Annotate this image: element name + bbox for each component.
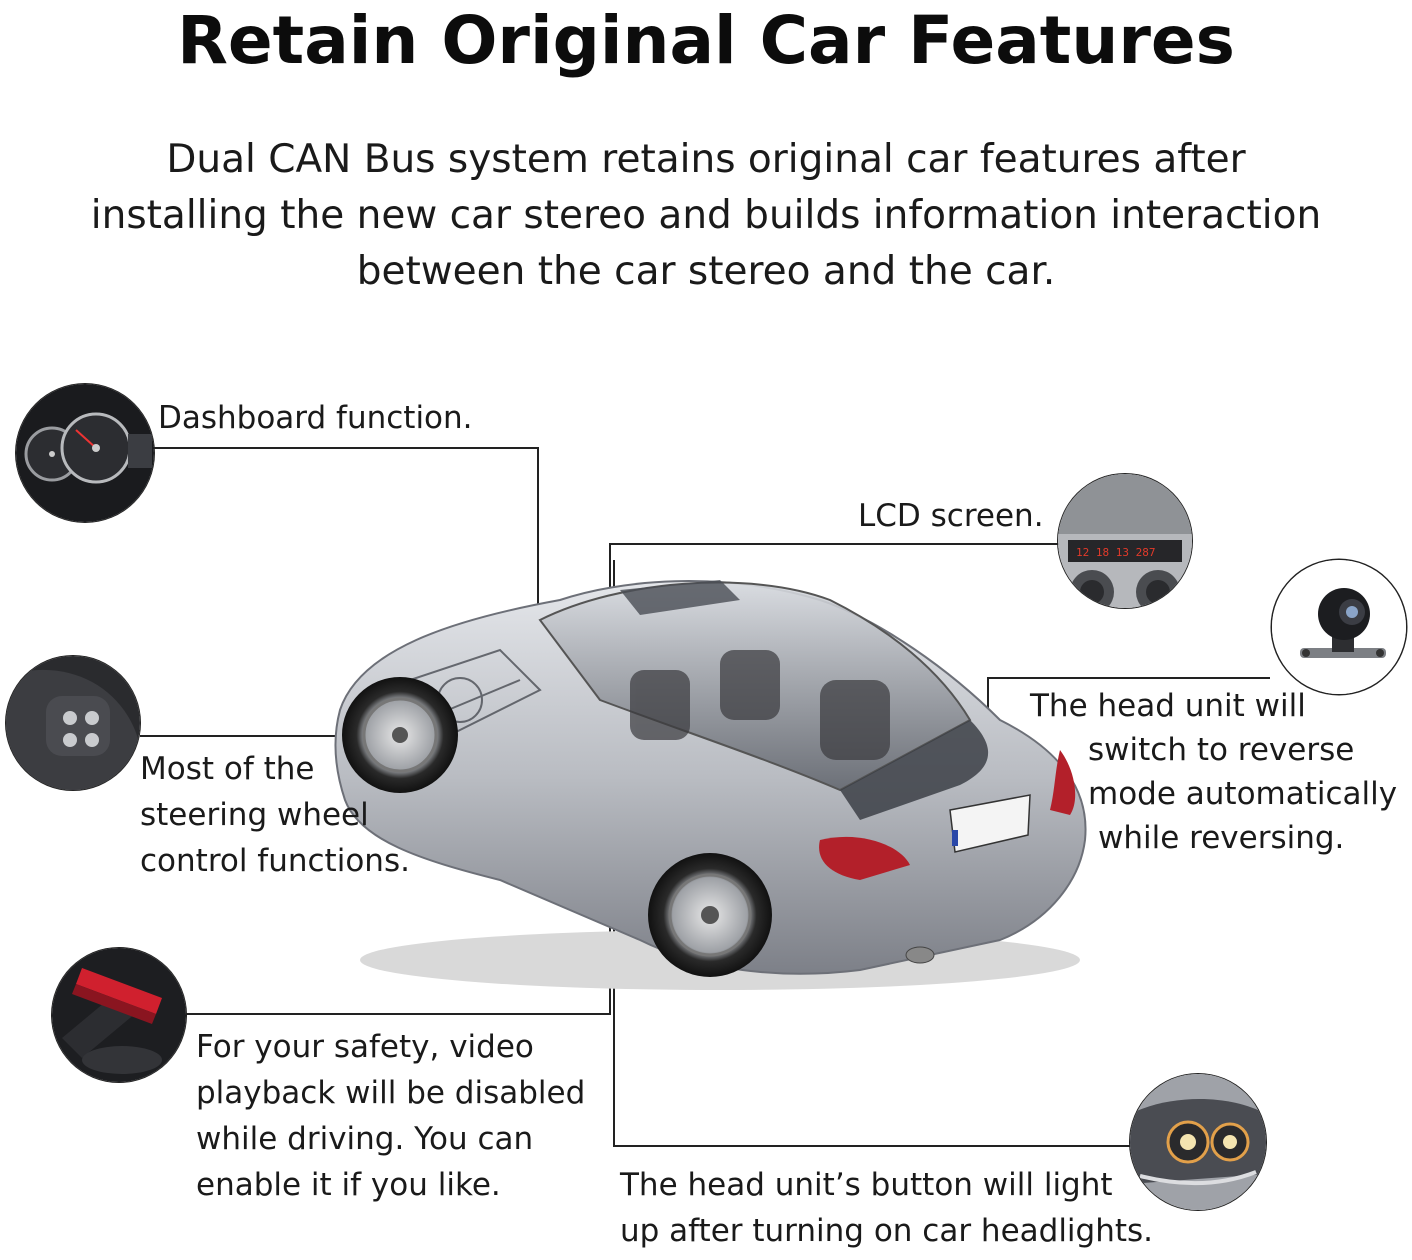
handbrake-icon (52, 948, 186, 1082)
dashboard-thumbnail (16, 384, 154, 522)
headlights-label: The head unit’s button will light up aft… (620, 1167, 1154, 1249)
subtitle-line: Dual CAN Bus system retains original car… (166, 137, 1246, 182)
reverse-mode-label: The head unit will switch to reverse mod… (1030, 688, 1398, 856)
lcd-readout: 12 18 13 287 (1076, 546, 1155, 559)
steering-wheel-icon (6, 656, 140, 790)
camera-icon (1272, 560, 1406, 694)
reverse-camera-thumbnail (1272, 560, 1406, 694)
page-title: Retain Original Car Features (177, 2, 1235, 79)
steering-wheel-thumbnail (6, 656, 140, 790)
subtitle-line: installing the new car stereo and builds… (90, 193, 1322, 238)
lcd-screen-label: LCD screen. (858, 498, 1044, 534)
speedometer-icon (16, 384, 154, 522)
handbrake-thumbnail (52, 948, 186, 1082)
lcd-screen-thumbnail: 12 18 13 287 (1058, 474, 1192, 608)
page-subtitle: Dual CAN Bus system retains original car… (30, 132, 1382, 300)
steering-wheel-label: Most of the steering wheel control funct… (140, 751, 410, 879)
headlight-icon (1130, 1074, 1266, 1210)
subtitle-line: between the car stereo and the car. (356, 249, 1056, 294)
headlight-thumbnail (1130, 1074, 1266, 1210)
video-safety-label: For your safety, video playback will be … (196, 1029, 586, 1203)
dashboard-label: Dashboard function. (158, 400, 473, 436)
lcd-display-icon: 12 18 13 287 (1058, 474, 1192, 608)
car-cutaway-illustration (334, 580, 1087, 990)
